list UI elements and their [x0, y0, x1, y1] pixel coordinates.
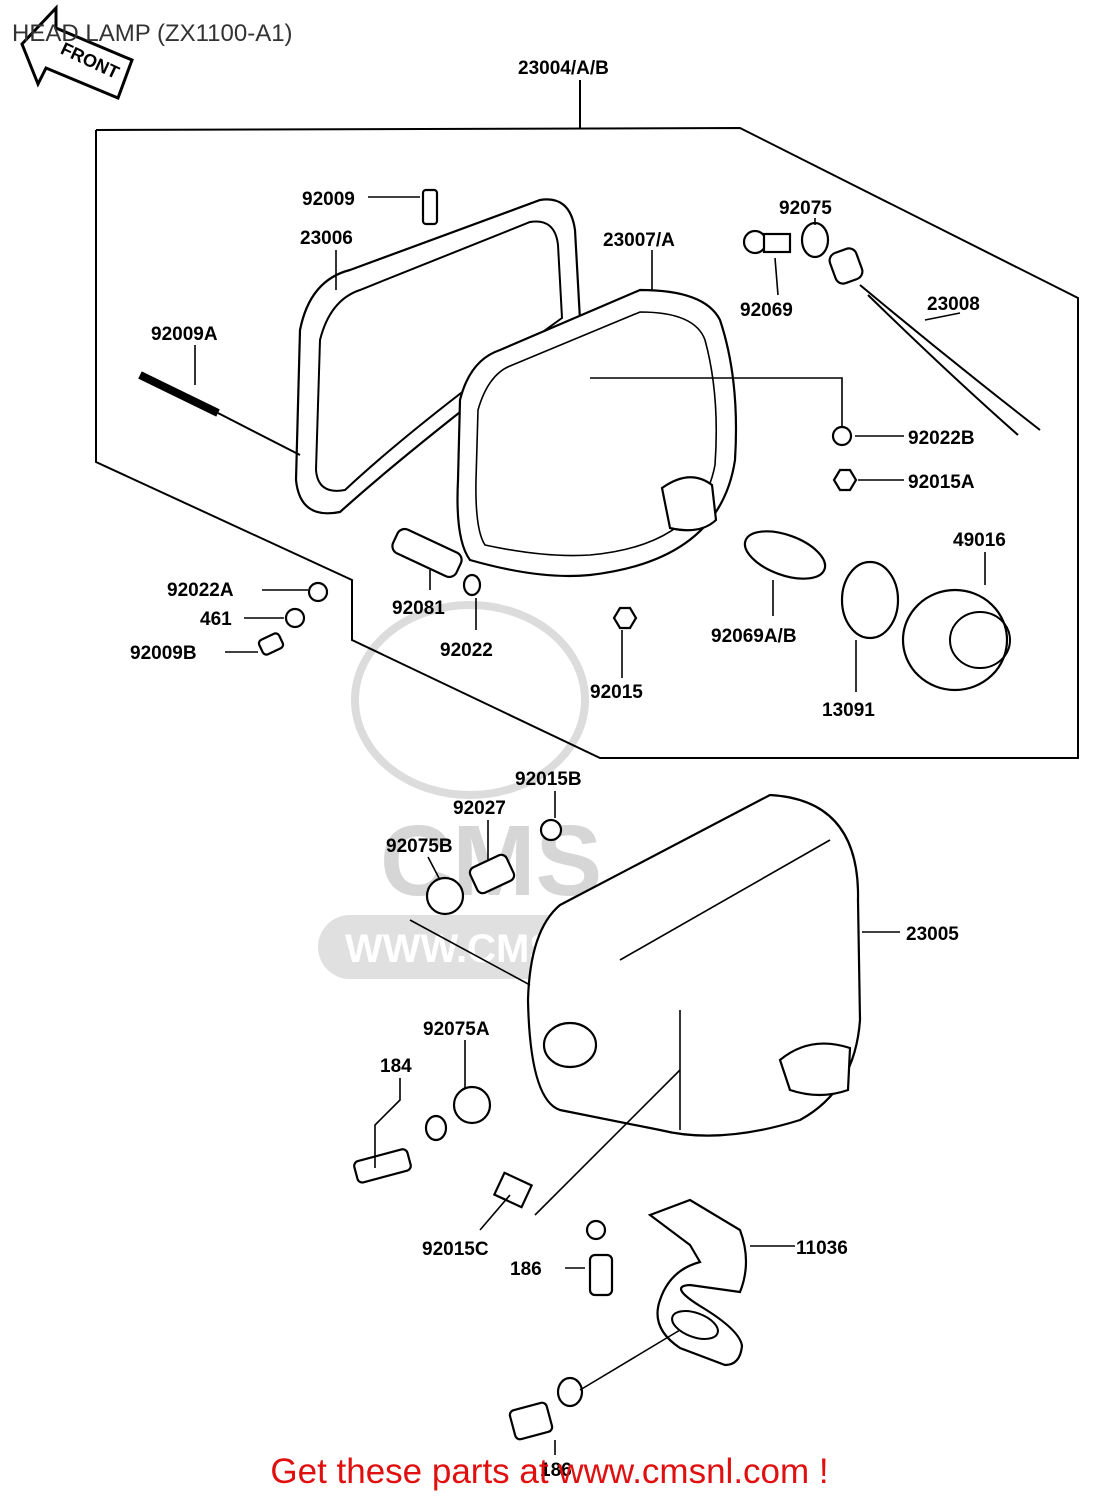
label-23004: 23004/A/B [518, 58, 609, 79]
label-92009: 92009 [302, 189, 355, 210]
label-92015c: 92015C [422, 1239, 489, 1260]
label-92069ab: 92069A/B [711, 626, 797, 647]
label-186-b: 186 [540, 1460, 572, 1481]
grommet-parts [353, 818, 614, 1441]
label-92015: 92015 [590, 682, 643, 703]
label-92069: 92069 [740, 300, 793, 321]
small-parts [138, 188, 1041, 692]
label-92075b: 92075B [386, 836, 453, 857]
label-186-a: 186 [510, 1259, 542, 1280]
label-13091: 13091 [822, 700, 875, 721]
label-92022a: 92022A [167, 580, 234, 601]
label-23006: 23006 [300, 228, 353, 249]
label-92075a: 92075A [423, 1019, 490, 1040]
label-461: 461 [200, 609, 232, 630]
housing-23005 [526, 793, 862, 1137]
footer-link[interactable]: Get these parts at www.cmsnl.com ! [270, 1452, 829, 1491]
label-92009a: 92009A [151, 324, 218, 345]
lens-unit-23007 [456, 288, 738, 578]
label-92022: 92022 [440, 640, 493, 661]
label-92027: 92027 [453, 798, 506, 819]
label-49016: 49016 [953, 530, 1006, 551]
label-92009b: 92009B [130, 643, 197, 664]
label-23008: 23008 [927, 294, 980, 315]
label-92015a: 92015A [908, 472, 975, 493]
label-92075: 92075 [779, 198, 832, 219]
part-labels: 23004/A/B 92009 23006 23007/A 92075 9206… [130, 58, 1006, 1481]
leader-lines [194, 196, 986, 1455]
label-23005: 23005 [906, 924, 959, 945]
label-92081: 92081 [392, 598, 445, 619]
label-11036: 11036 [796, 1238, 848, 1259]
assembly-outline [95, 80, 1079, 759]
label-92022b: 92022B [908, 428, 975, 449]
label-23007: 23007/A [603, 230, 675, 251]
bracket-11036 [647, 1198, 748, 1367]
page-title: HEAD LAMP (ZX1100-A1) [12, 20, 293, 47]
front-arrow-icon: FRONT [20, 4, 134, 100]
label-92015b: 92015B [515, 769, 582, 790]
label-184: 184 [380, 1056, 412, 1077]
